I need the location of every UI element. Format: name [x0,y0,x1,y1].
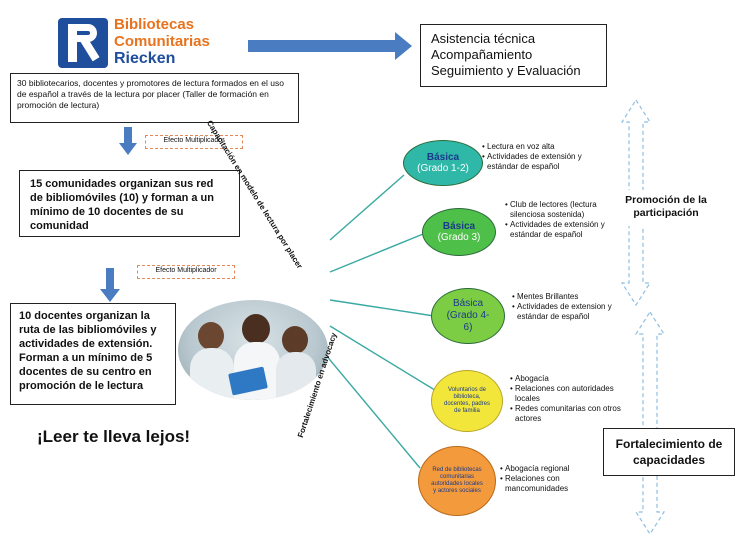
slogan-box: ¡Leer te lleva lejos! [33,418,199,456]
node-2-subtitle: (Grado 3) [437,232,481,243]
down-arrow-icon-2 [100,268,120,302]
flow-step-2-text: 15 comunidades organizan sus red de bibl… [30,178,214,232]
list-item: Mentes Brillantes [512,292,624,302]
node-3-bullets: Mentes Brillantes Actividades de extensi… [512,292,624,322]
participation-label: Promoción de la participación [607,190,725,226]
list-item: Relaciones con mancomunidades [500,474,612,494]
node-1-subtitle: (Grado 1-2) [417,163,469,174]
node-basica-4-6: Básica (Grado 4-6) [431,288,505,344]
node-5-bullets: Abogacía regional Relaciones con mancomu… [500,464,612,494]
list-item: Relaciones con autoridades locales [510,384,622,404]
flow-step-1: 30 bibliotecarios, docentes y promotores… [10,73,299,123]
flow-step-1-text: 30 bibliotecarios, docentes y promotores… [17,78,284,110]
node-3-title: Básica [452,298,483,309]
support-line-1: Asistencia técnica [431,31,536,46]
node-3-subtitle: (Grado 4-6) [446,310,490,333]
multiplier-label-2: Efecto Multiplicador [137,265,235,279]
node-4-bullets: Abogacía Relaciones con autoridades loca… [510,374,622,424]
list-item: Actividades de extensión y estándar de e… [482,152,602,172]
node-red-bibliotecas: Red de bibliotecas comunitarias autorida… [418,446,496,516]
node-4-title: Voluntarios de biblioteca, docentes, pad… [443,387,491,414]
logo-line-1: Bibliotecas [114,16,195,33]
list-item: Actividades de extensión y estándar de e… [505,220,617,240]
list-item: Club de lectores (lectura silenciosa sos… [505,200,617,220]
slogan-text: ¡Leer te lleva lejos! [37,427,191,446]
node-basica-3: Básica (Grado 3) [422,208,496,256]
dashed-double-arrow-lower [634,310,666,536]
support-line-2: Acompañamiento [431,47,533,62]
logo-line-2: Comunitarias [114,33,210,50]
node-2-title: Básica [442,221,476,232]
node-1-title: Básica [426,152,460,163]
students-photo [178,300,328,400]
flow-step-3: 10 docentes organizan la ruta de las bib… [10,303,176,405]
capacities-label: Fortalecimiento de capacidades [603,428,735,476]
spoke-lines [319,174,439,469]
list-item: Actividades de extension y estándar de e… [512,302,624,322]
flow-step-2: 15 comunidades organizan sus red de bibl… [19,170,240,237]
node-5-title: Red de bibliotecas comunitarias autorida… [431,467,483,494]
node-1-bullets: Lectura en voz alta Actividades de exten… [482,142,602,172]
list-item: Lectura en voz alta [482,142,602,152]
list-item: Abogacía regional [500,464,612,474]
logo: Bibliotecas Comunitarias Riecken [56,14,229,72]
down-arrow-icon-1 [119,127,137,155]
logo-line-3: Riecken [114,50,176,67]
multiplier-label-1: Efecto Multiplicador [145,135,243,149]
list-item: Redes comunitarias con otros actores [510,404,622,424]
node-basica-1-2: Básica (Grado 1-2) [403,140,483,186]
node-2-bullets: Club de lectores (lectura silenciosa sos… [505,200,617,240]
support-line-3: Seguimiento y Evaluación [431,63,581,78]
support-box: Asistencia técnica Acompañamiento Seguim… [420,24,607,87]
right-arrow-icon [248,32,412,60]
node-voluntarios: Voluntarios de biblioteca, docentes, pad… [431,370,503,432]
flow-step-3-text: 10 docentes organizan la ruta de las bib… [19,310,157,392]
list-item: Abogacía [510,374,622,384]
logo-mark-icon [58,18,108,68]
